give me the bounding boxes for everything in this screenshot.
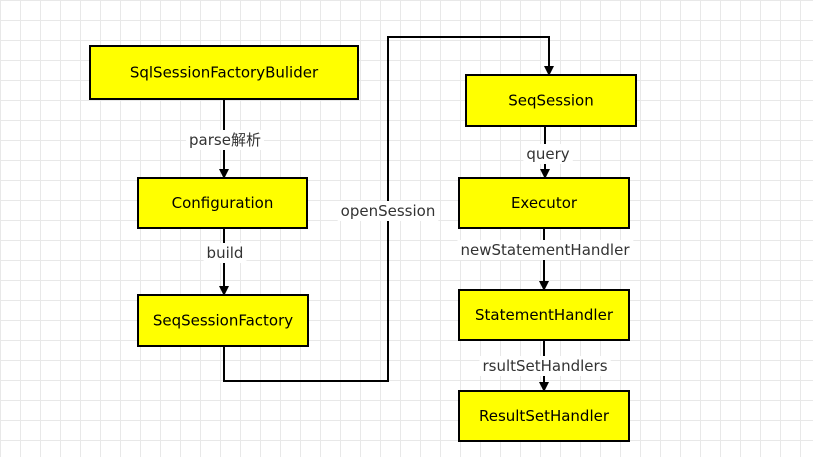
node-resultset: ResultSetHandler [458,390,630,442]
edge-label-session-to-executor: query [526,145,569,163]
node-label: SeqSessionFactory [153,312,293,330]
node-label: Executor [511,194,578,212]
edge-label-factory-to-session: openSession [341,202,436,220]
edge-label-statement-to-resultset: rsultSetHandlers [482,357,607,375]
node-session: SeqSession [465,74,637,127]
edge-label-background [479,356,611,376]
node-box [458,390,630,442]
node-executor: Executor [458,177,630,229]
edge-label-background [186,130,264,150]
node-label: SqlSessionFactoryBulider [130,64,319,82]
node-box [458,289,630,341]
node-statement: StatementHandler [458,289,630,341]
edge-label-background [523,144,573,164]
node-label: StatementHandler [475,306,614,324]
node-factory: SeqSessionFactory [137,294,309,347]
node-label: Configuration [172,194,274,212]
edge-label-configuration-to-factory: build [207,244,244,262]
edge-label-builder-to-configuration: parse解析 [189,131,261,149]
node-builder: SqlSessionFactoryBulider [89,45,359,100]
node-label: ResultSetHandler [479,407,610,425]
node-box [89,45,359,100]
node-box [137,177,308,229]
edge-label-executor-to-statement: newStatementHandler [461,241,631,259]
edge-label-background [457,240,634,260]
node-box [458,177,630,229]
edge-label-background [337,201,439,221]
node-configuration: Configuration [137,177,308,229]
node-label: SeqSession [508,92,594,110]
node-box [465,74,637,127]
node-box [137,294,309,347]
edge-label-background [203,243,247,263]
